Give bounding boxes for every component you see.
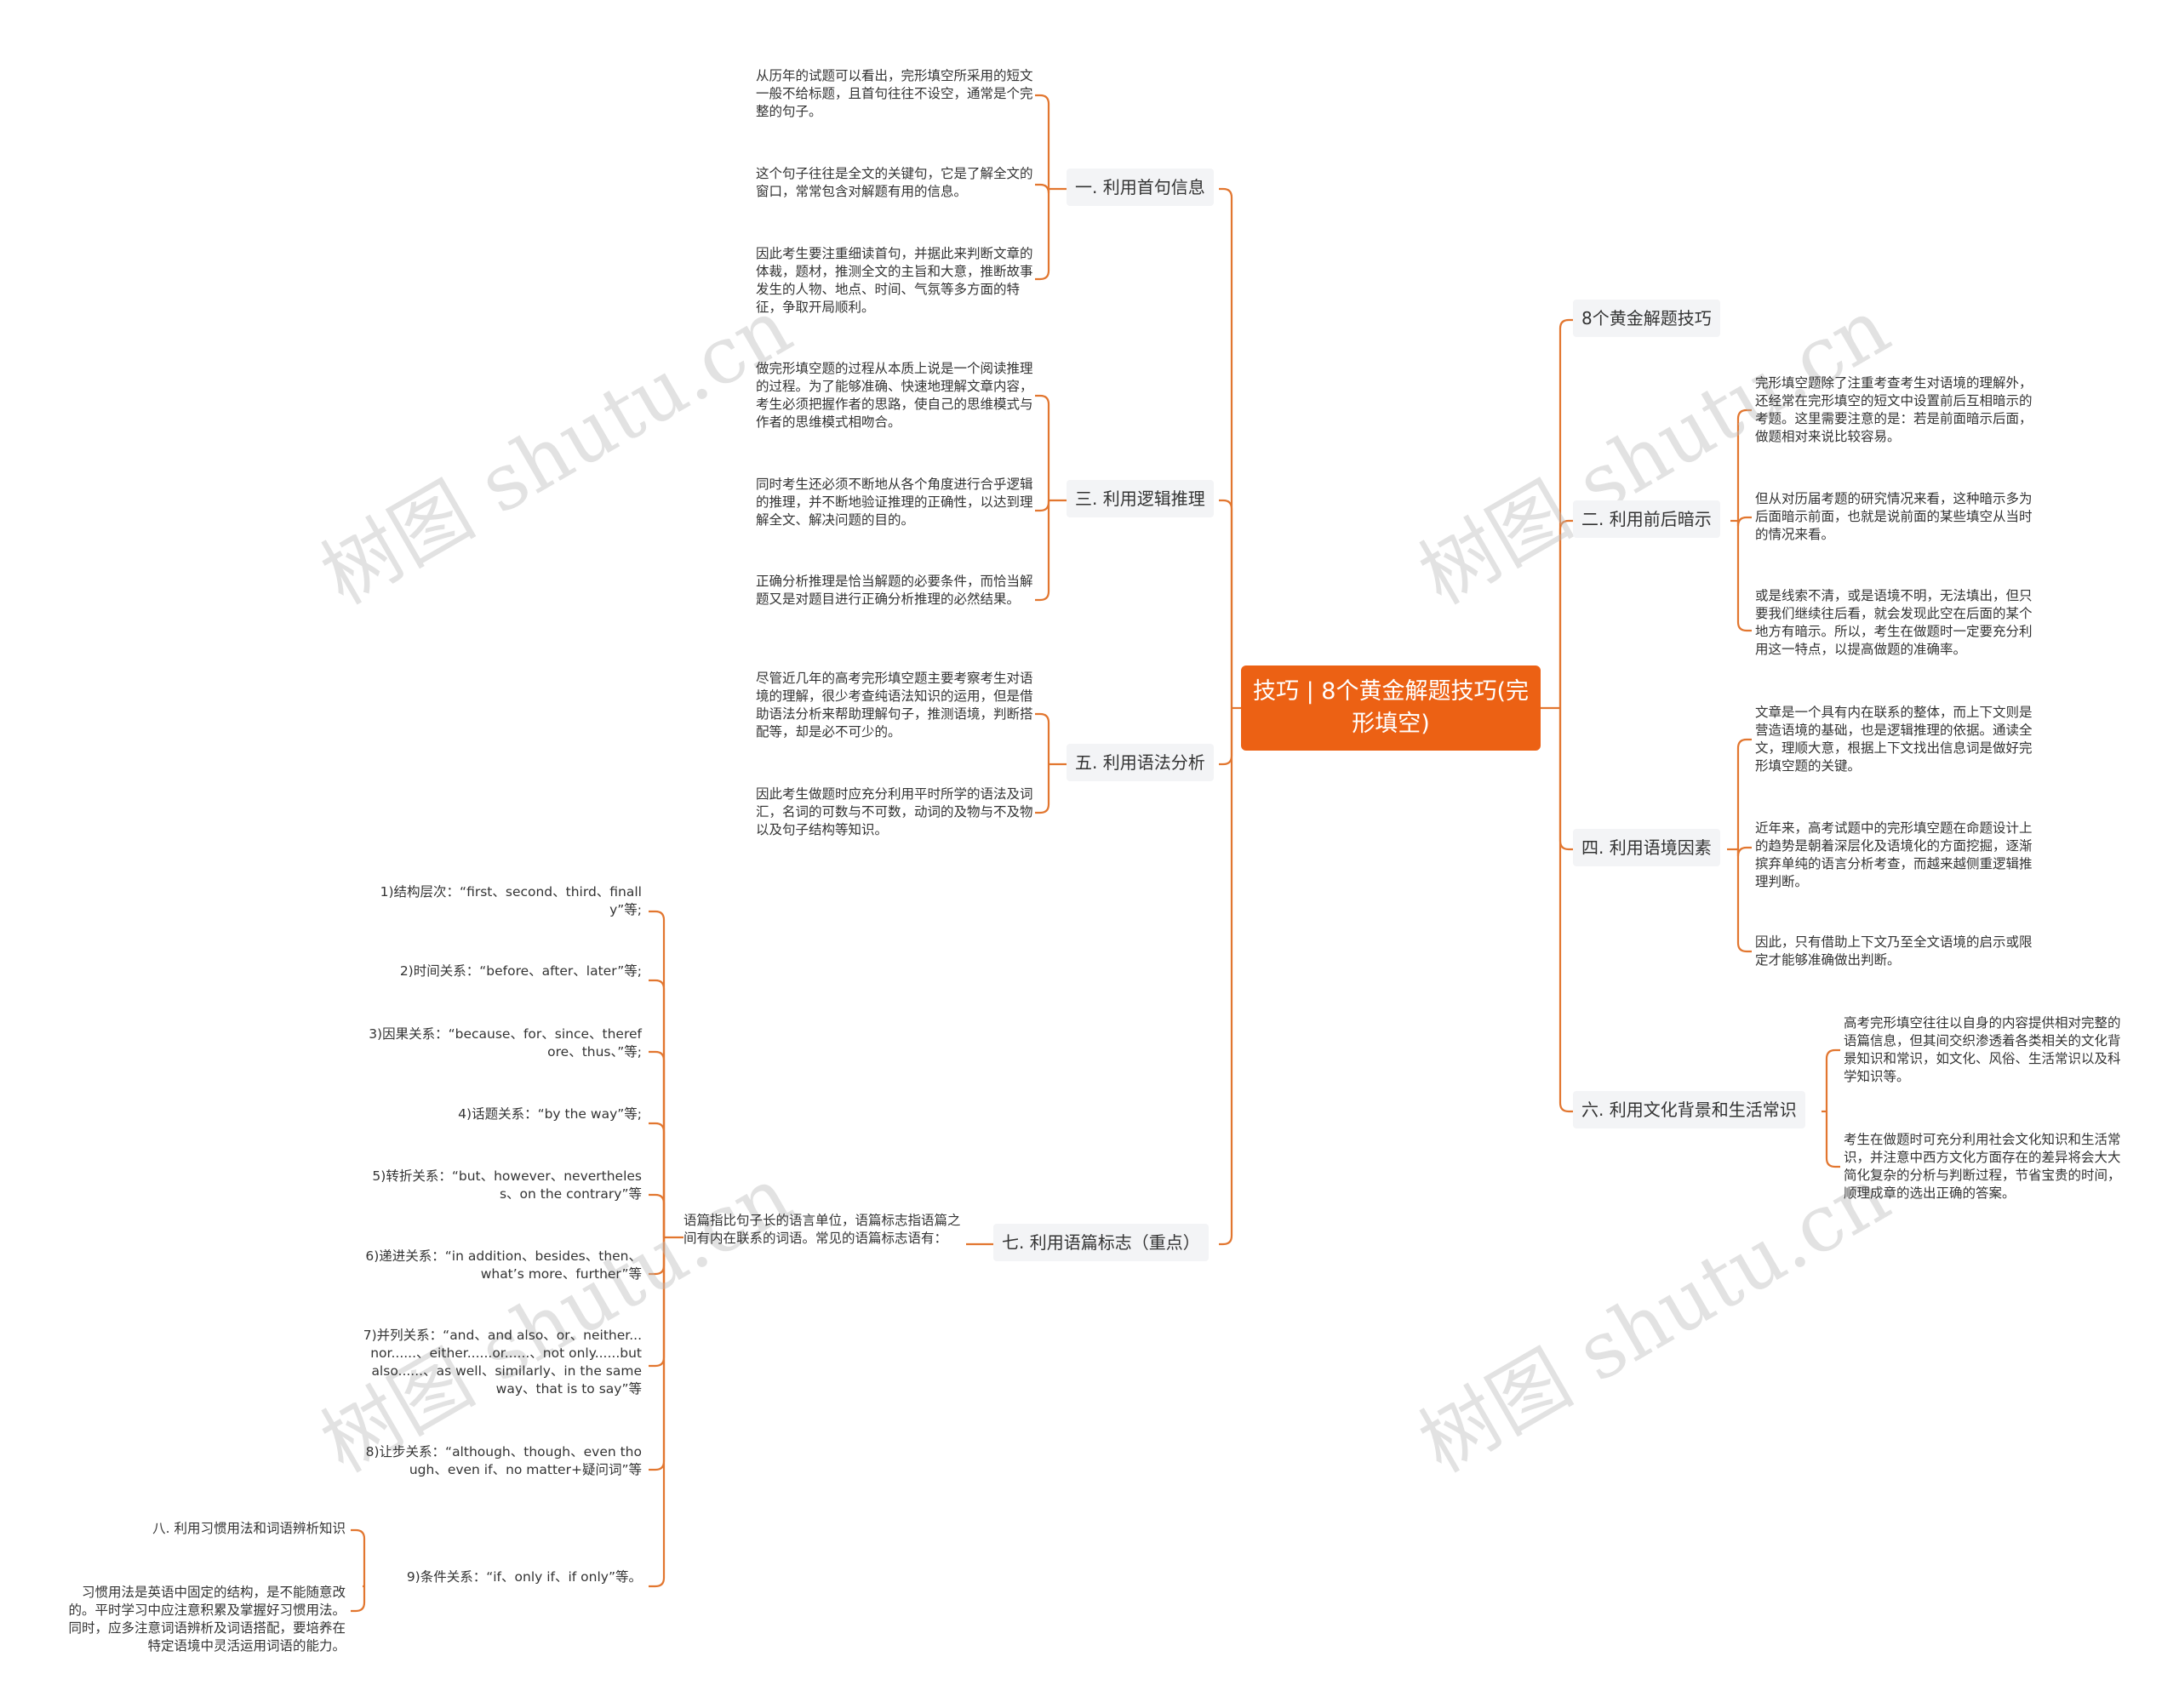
- leaf-first-sentence-2: 这个句子往往是全文的关键句，它是了解全文的窗口，常常包含对解题有用的信息。: [756, 166, 1033, 199]
- connector-line: [1219, 499, 1233, 708]
- branch-context-hints[interactable]: 二. 利用前后暗示: [1573, 500, 1720, 538]
- connector-line: [1558, 708, 1573, 851]
- root-topic[interactable]: 技巧 | 8个黄金解题技巧(完形填空): [1241, 665, 1541, 751]
- leaf-culture-1: 高考完形填空往往以自身的内容提供相对完整的语篇信息，但其间交织渗透着各类相关的文…: [1844, 1015, 2121, 1084]
- marker-item-4: 4)话题关系：“by the way”等;: [458, 1106, 642, 1122]
- connector-line: [1219, 708, 1233, 766]
- connector-line: [1558, 318, 1573, 708]
- connector-line: [1736, 408, 1752, 521]
- connector-line: [649, 910, 666, 1237]
- connector-line: [1736, 516, 1752, 527]
- leaf-grammar-1: 尽管近几年的高考完形填空题主要考察考生对语境的理解，很少考查纯语法知识的运用，但…: [756, 671, 1033, 740]
- leaf-first-sentence-1: 从历年的试题可以看出，完形填空所采用的短文一般不给标题，且首句往往不设空，通常是…: [756, 68, 1033, 119]
- connector-line: [1035, 764, 1050, 814]
- connector-line: [649, 1237, 666, 1368]
- discourse-intro: 语篇指比句子长的语言单位，语篇标志指语篇之间有内在联系的词语。常见的语篇标志语有…: [683, 1213, 961, 1246]
- connector-line: [649, 1237, 666, 1588]
- leaf-culture-2: 考生在做题时可充分利用社会文化知识和生活常识，并注意中西方文化方面存在的差异将会…: [1844, 1132, 2121, 1201]
- connector-line: [1035, 712, 1050, 764]
- marker-item-5: 5)转折关系：“but、however、nevertheless、on the …: [372, 1168, 642, 1202]
- connector-line: [649, 1237, 666, 1276]
- branch-logic[interactable]: 三. 利用逻辑推理: [1067, 480, 1214, 517]
- connector-line: [1035, 183, 1050, 194]
- branch-discourse-markers[interactable]: 七. 利用语篇标志（重点）: [993, 1224, 1209, 1261]
- marker-item-6: 6)递进关系：“in addition、besides、then、what’s …: [365, 1248, 642, 1282]
- leaf-context-factors-3: 因此，只有借助上下文乃至全文语境的启示或限定才能够准确做出判断。: [1755, 934, 2033, 968]
- connector-line: [649, 1122, 666, 1237]
- marker-item-7: 7)并列关系：“and、and also、or、neither...nor...…: [363, 1328, 642, 1397]
- marker-item-8: 8)让步关系：“although、though、even though、even…: [365, 1444, 642, 1477]
- branch-first-sentence[interactable]: 一. 利用首句信息: [1067, 169, 1214, 206]
- usage-branch-label: 八. 利用习惯用法和词语辨析知识: [152, 1521, 346, 1536]
- leaf-logic-2: 同时考生还必须不断地从各个角度进行合乎逻辑的推理，并不断地验证推理的正确性，以达…: [756, 477, 1033, 528]
- marker-item-1: 1)结构层次：“first、second、third、finally”等;: [380, 884, 642, 917]
- connector-line: [1558, 519, 1573, 708]
- connector-line: [1219, 708, 1233, 1246]
- leaf-context-hints-3: 或是线索不清，或是语境不明，无法填出，但只要我们继续往后看，就会发现此空在后面的…: [1755, 588, 2033, 657]
- connector-line: [1035, 94, 1050, 189]
- connector-line: [1736, 521, 1752, 632]
- connector-line: [649, 979, 666, 1237]
- leaf-context-factors-1: 文章是一个具有内在联系的整体，而上下文则是营造语境的基础，也是逻辑推理的依据。通…: [1755, 705, 2033, 774]
- marker-item-2: 2)时间关系：“before、after、later”等;: [399, 963, 642, 979]
- connector-line: [649, 1050, 666, 1237]
- usage-branch-text: 习惯用法是英语中固定的结构，是不能随意改的。平时学习中应注意积累及掌握好习惯用法…: [68, 1585, 346, 1654]
- branch-golden-tips[interactable]: 8个黄金解题技巧: [1573, 300, 1720, 337]
- connector-line: [1736, 738, 1752, 849]
- connector-line: [1825, 1111, 1840, 1168]
- marker-item-9: 9)条件关系：“if、only if、if only”等。: [406, 1569, 642, 1585]
- branch-grammar[interactable]: 五. 利用语法分析: [1067, 744, 1214, 781]
- leaf-first-sentence-3: 因此考生要注重细读首句，并据此来判断文章的体裁，题材，推测全文的主旨和大意，推断…: [756, 246, 1033, 315]
- connector-line: [1736, 846, 1752, 857]
- connector-line: [1219, 187, 1233, 708]
- leaf-context-hints-2: 但从对历届考题的研究情况来看，这种暗示多为后面暗示前面，也就是说前面的某些填空从…: [1755, 491, 2033, 542]
- connector-line: [1035, 500, 1050, 602]
- leaf-logic-3: 正确分析推理是恰当解题的必要条件，而恰当解题又是对题目进行正确分析推理的必然结果…: [756, 574, 1033, 607]
- connector-line: [1736, 849, 1752, 953]
- leaf-context-factors-2: 近年来，高考试题中的完形填空题在命题设计上的趋势是朝着深层化及语境化的方面挖掘，…: [1755, 820, 2033, 889]
- connector-line: [351, 1528, 366, 1586]
- leaf-context-hints-1: 完形填空题除了注重考查考生对语境的理解外，还经常在完形填空的短文中设置前后互相暗…: [1755, 375, 2033, 444]
- connector-line: [351, 1586, 366, 1613]
- connector-line: [1035, 394, 1050, 500]
- marker-item-3: 3)因果关系：“because、for、since、therefore、thus…: [369, 1026, 642, 1060]
- leaf-grammar-2: 因此考生做题时应充分利用平时所学的语法及词汇，名词的可数与不可数，动词的及物与不…: [756, 786, 1033, 837]
- connector-line: [1035, 189, 1050, 281]
- connector-line: [1558, 708, 1573, 1113]
- connector-line: [1825, 1048, 1840, 1111]
- branch-context-factors[interactable]: 四. 利用语境因素: [1573, 829, 1720, 866]
- connector-line: [1035, 500, 1050, 512]
- leaf-logic-1: 做完形填空题的过程从本质上说是一个阅读推理的过程。为了能够准确、快速地理解文章内…: [756, 361, 1033, 430]
- connector-line: [649, 1193, 666, 1237]
- branch-culture[interactable]: 六. 利用文化背景和生活常识: [1573, 1091, 1805, 1128]
